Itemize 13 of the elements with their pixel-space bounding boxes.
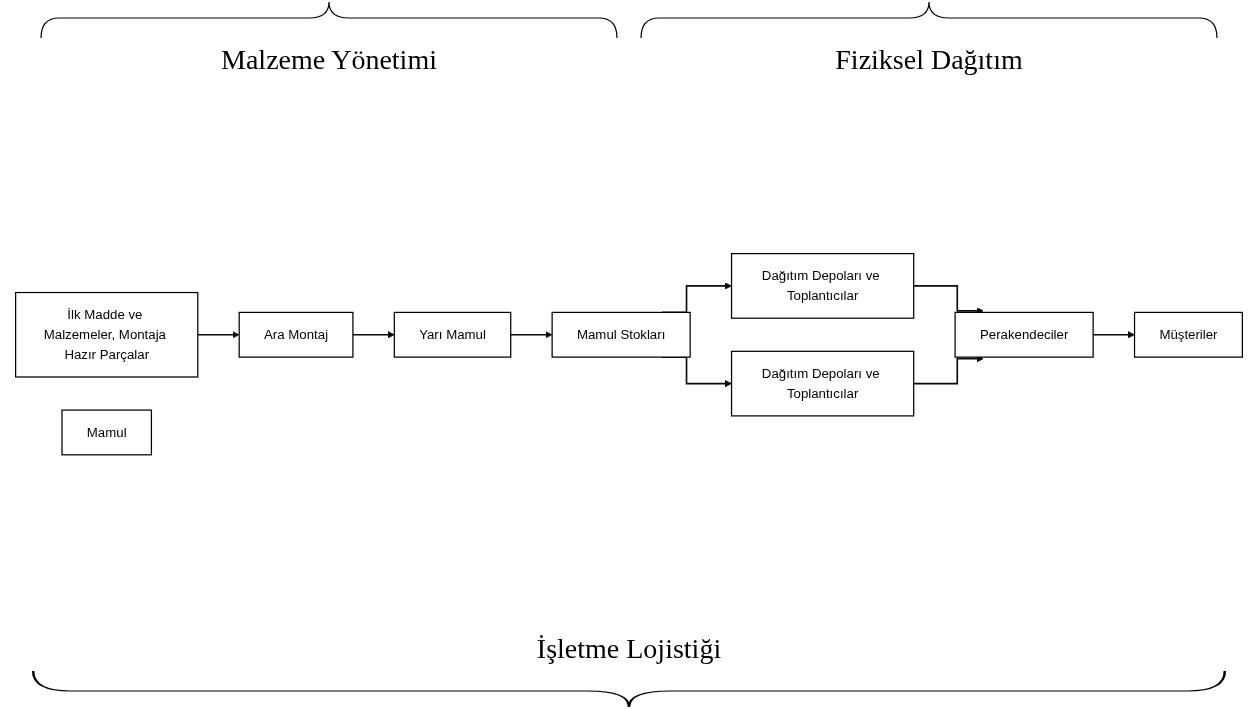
node-box: İlk Madde ve Malzemeler, Montaja Hazır Parçalar <box>15 292 199 378</box>
node-box: Dağıtım Depoları ve Toplantıcılar <box>730 351 915 417</box>
node-box: Ara Montaj <box>238 312 354 358</box>
node-box: Mamul <box>61 409 153 456</box>
node-box: Mamul Stokları <box>551 312 691 358</box>
node-box: Dağıtım Depoları ve Toplantıcılar <box>730 253 915 320</box>
section-label: Fiziksel Dağıtım <box>835 44 1023 76</box>
arrow <box>352 331 395 339</box>
section-label: İşletme Lojistiği <box>536 633 722 665</box>
node-box: Yarı Mamul <box>393 312 512 358</box>
node-box: Müşteriler <box>1133 312 1243 358</box>
section-label: Malzeme Yönetimi <box>221 44 437 76</box>
node-box: Perakendeciler <box>954 312 1094 358</box>
